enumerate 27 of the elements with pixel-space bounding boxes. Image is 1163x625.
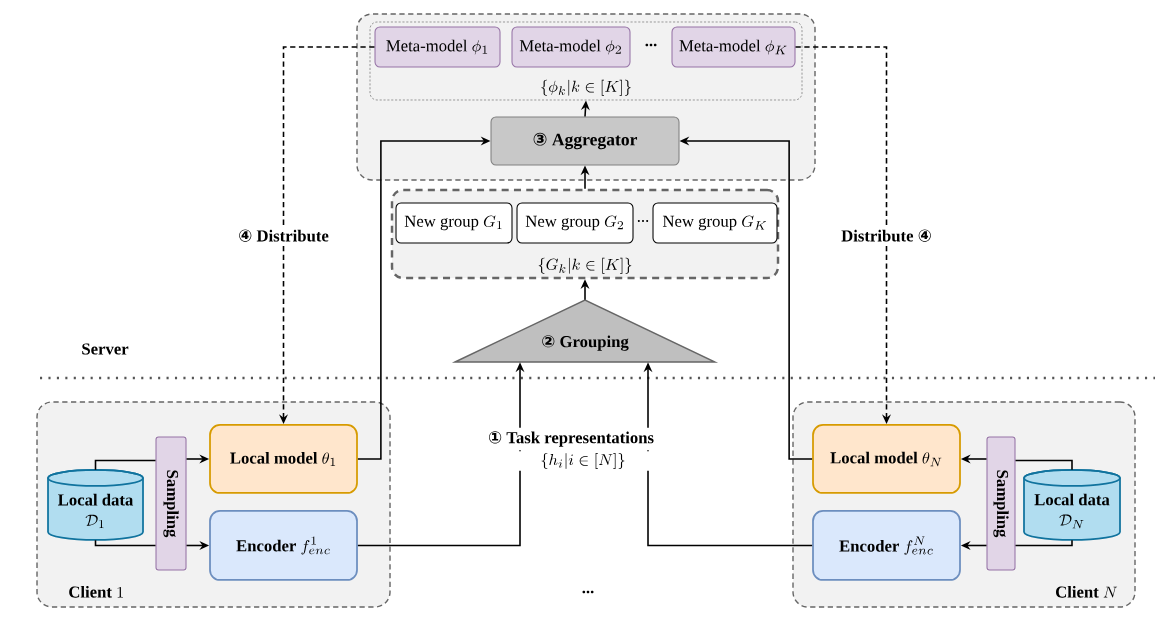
encoder-box: $\textbf{Encoder}\ f^{N}_{enc}$ bbox=[812, 510, 961, 581]
database-cylinder: Local data $\mathcal{D}_N$ bbox=[1023, 469, 1121, 541]
local-model-box: $\textbf{Local model}\ \theta_1$ bbox=[209, 424, 358, 494]
meta-model-box: $\textrm{Meta-model}\ \phi_2$ bbox=[511, 26, 631, 68]
connector-line bbox=[94, 459, 157, 471]
ellipsis: ... bbox=[637, 220, 649, 222]
section-label: Server bbox=[82, 343, 129, 355]
edge-label: Distribute ④ bbox=[837, 225, 936, 246]
connector-line bbox=[1014, 539, 1073, 547]
database-cylinder: Local data $\mathcal{D}_1$ bbox=[47, 469, 144, 541]
sampling-bar: Sampling bbox=[155, 436, 187, 571]
formula-label: $\{h_i|i\in[N]\}$ bbox=[510, 451, 656, 471]
annotation: ① Task representations bbox=[484, 427, 658, 451]
group-box: $\textrm{New group}\ G_1$ bbox=[395, 202, 513, 244]
aggregator-box: ③ Aggregator bbox=[490, 116, 680, 166]
group-box: $\textrm{New group}\ G_K$ bbox=[652, 202, 778, 244]
meta-model-box: $\textrm{Meta-model}\ \phi_K$ bbox=[671, 26, 796, 68]
encoder-box: $\textbf{Encoder}\ f^{1}_{enc}$ bbox=[209, 510, 358, 581]
connector-line bbox=[1014, 459, 1073, 471]
edge-label: ④ Distribute bbox=[234, 225, 333, 246]
ellipsis: ... bbox=[645, 43, 657, 47]
meta-model-box: $\textrm{Meta-model}\ \phi_1$ bbox=[374, 26, 501, 68]
ellipsis: ... bbox=[582, 590, 594, 594]
group-box: $\textrm{New group}\ G_2$ bbox=[516, 202, 634, 244]
local-model-box: $\textbf{Local model}\ \theta_N$ bbox=[812, 424, 961, 494]
connector-line bbox=[94, 539, 157, 547]
sampling-bar: Sampling bbox=[986, 436, 1016, 571]
